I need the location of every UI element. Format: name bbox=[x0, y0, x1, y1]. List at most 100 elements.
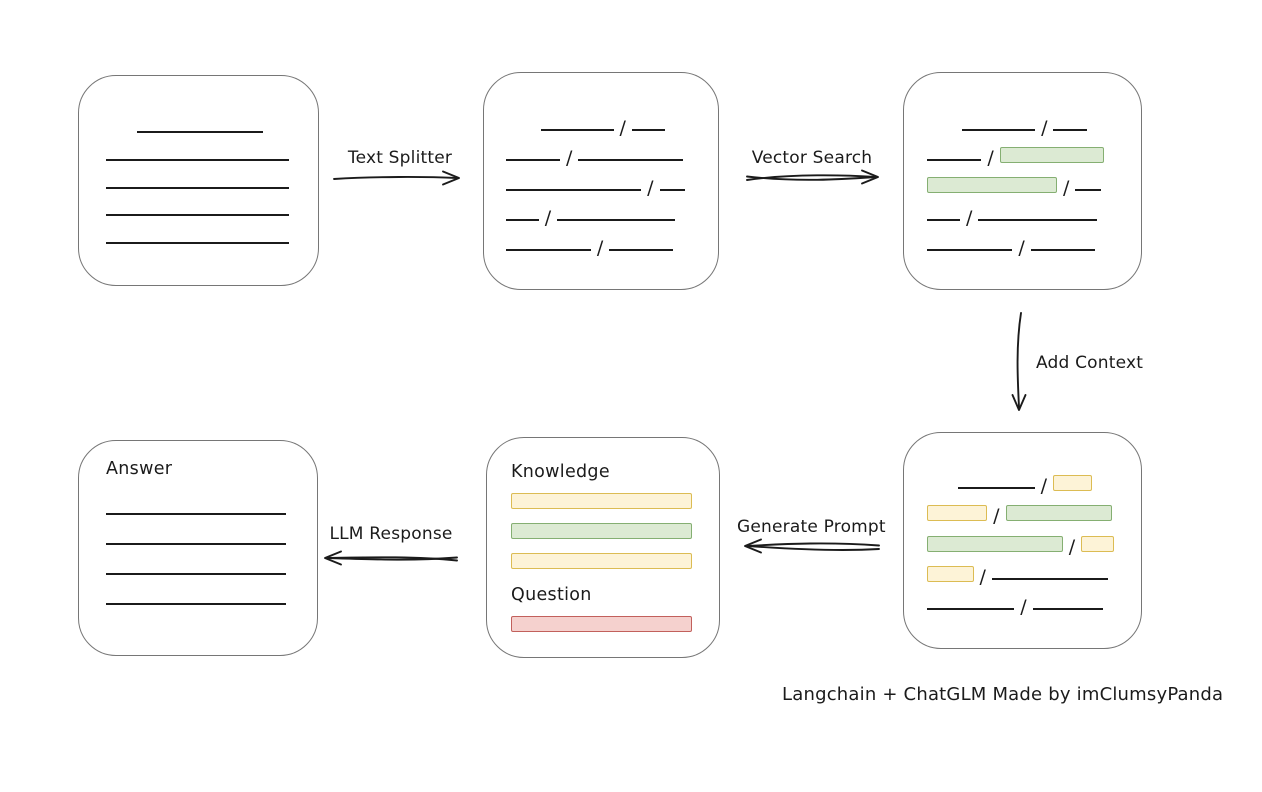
matched-chunk-rows: / / / / / bbox=[927, 115, 1121, 258]
yellow-highlight-bar bbox=[927, 565, 974, 582]
text-line bbox=[927, 219, 960, 221]
slash-separator: / bbox=[596, 237, 604, 259]
text-line bbox=[106, 543, 286, 545]
text-line bbox=[659, 189, 685, 191]
text-line bbox=[631, 129, 666, 131]
green-highlight-bar bbox=[1005, 505, 1113, 522]
chunk-row bbox=[106, 200, 289, 218]
chunk-row: / bbox=[927, 175, 1121, 199]
slash-separator: / bbox=[619, 117, 626, 139]
slash-separator: / bbox=[1068, 535, 1076, 558]
text-line bbox=[961, 129, 1036, 131]
question-bars bbox=[511, 616, 692, 632]
slash-separator: / bbox=[1041, 117, 1048, 139]
generate-prompt-label: Generate Prompt bbox=[737, 517, 886, 537]
chunk-row bbox=[106, 573, 286, 577]
text-line bbox=[958, 487, 1035, 489]
text-line bbox=[506, 219, 539, 221]
answer-lines bbox=[106, 513, 286, 607]
context-chunks-box: / / / / / bbox=[903, 432, 1142, 649]
text-line bbox=[1075, 189, 1101, 191]
llm-response-arrow bbox=[324, 550, 458, 566]
chunk-row: / bbox=[927, 205, 1121, 229]
knowledge-bars bbox=[511, 493, 692, 569]
text-line bbox=[106, 158, 289, 161]
knowledge-label: Knowledge bbox=[511, 462, 610, 482]
text-line bbox=[609, 249, 673, 251]
yellow-highlight-bar bbox=[511, 553, 692, 569]
text-line bbox=[540, 129, 614, 131]
green-highlight-bar bbox=[927, 177, 1057, 193]
yellow-highlight-bar bbox=[1053, 475, 1093, 491]
chunk-row bbox=[511, 523, 692, 539]
slash-separator: / bbox=[1062, 177, 1070, 199]
chunk-row bbox=[106, 543, 286, 547]
slash-separator: / bbox=[1040, 475, 1048, 497]
green-highlight-bar bbox=[511, 523, 692, 539]
chunk-row bbox=[106, 513, 286, 517]
text-line bbox=[991, 577, 1109, 580]
yellow-highlight-bar bbox=[1081, 535, 1115, 552]
llm-response-label: LLM Response bbox=[329, 524, 453, 544]
chunk-row bbox=[106, 228, 289, 246]
matched-chunks-box: / / / / / bbox=[903, 72, 1142, 290]
generate-prompt-arrow bbox=[744, 538, 880, 554]
chunk-row bbox=[106, 145, 289, 163]
document-lines bbox=[106, 117, 289, 246]
text-line bbox=[1032, 608, 1103, 610]
slash-separator: / bbox=[566, 147, 573, 169]
credit-text: Langchain + ChatGLM Made by imClumsyPand… bbox=[782, 684, 1224, 705]
chunk-row: / bbox=[506, 235, 699, 259]
slash-separator: / bbox=[965, 207, 973, 229]
chunk-row: / bbox=[927, 145, 1121, 169]
slash-separator: / bbox=[987, 147, 994, 169]
text-splitter-arrow bbox=[333, 170, 460, 186]
chunk-row bbox=[511, 616, 692, 632]
text-line bbox=[106, 242, 289, 244]
chunk-row: / bbox=[540, 115, 699, 139]
context-chunk-rows: / / / / / bbox=[927, 473, 1121, 618]
chunk-row bbox=[511, 493, 692, 509]
text-line bbox=[106, 603, 286, 605]
chunk-row: / bbox=[506, 145, 699, 169]
text-line bbox=[557, 219, 675, 221]
yellow-highlight-bar bbox=[511, 493, 692, 509]
vector-search-arrow bbox=[746, 169, 879, 185]
chunk-row: / bbox=[958, 473, 1121, 497]
chunk-row bbox=[137, 117, 289, 135]
red-highlight-bar bbox=[511, 616, 692, 632]
text-line bbox=[1053, 129, 1087, 131]
slash-separator: / bbox=[1020, 596, 1027, 618]
text-line bbox=[506, 159, 561, 161]
answer-label: Answer bbox=[106, 459, 173, 479]
chunk-row: / bbox=[927, 503, 1121, 528]
slash-separator: / bbox=[544, 207, 552, 229]
chunk-row bbox=[511, 553, 692, 569]
yellow-highlight-bar bbox=[927, 505, 988, 522]
text-line bbox=[578, 159, 683, 161]
chunk-row: / bbox=[927, 534, 1121, 558]
chunk-row: / bbox=[927, 235, 1121, 258]
text-line bbox=[137, 131, 264, 133]
text-line bbox=[927, 249, 1013, 251]
green-highlight-bar bbox=[927, 535, 1063, 552]
question-label: Question bbox=[511, 585, 592, 605]
text-line bbox=[506, 189, 642, 191]
slash-separator: / bbox=[979, 565, 986, 588]
slash-separator: / bbox=[993, 505, 1000, 528]
document-box bbox=[78, 75, 319, 286]
chunk-rows: / / / / / bbox=[506, 115, 699, 259]
slash-separator: / bbox=[647, 177, 654, 199]
text-line bbox=[106, 214, 289, 217]
text-line bbox=[106, 573, 286, 575]
chunk-row bbox=[106, 173, 289, 191]
text-line bbox=[106, 186, 289, 189]
text-line bbox=[1030, 249, 1095, 251]
green-highlight-bar bbox=[999, 147, 1105, 163]
text-line bbox=[506, 249, 591, 251]
add-context-label: Add Context bbox=[1036, 353, 1144, 373]
chunk-row: / bbox=[961, 115, 1121, 139]
answer-box: Answer bbox=[78, 440, 318, 656]
text-line bbox=[927, 159, 982, 161]
